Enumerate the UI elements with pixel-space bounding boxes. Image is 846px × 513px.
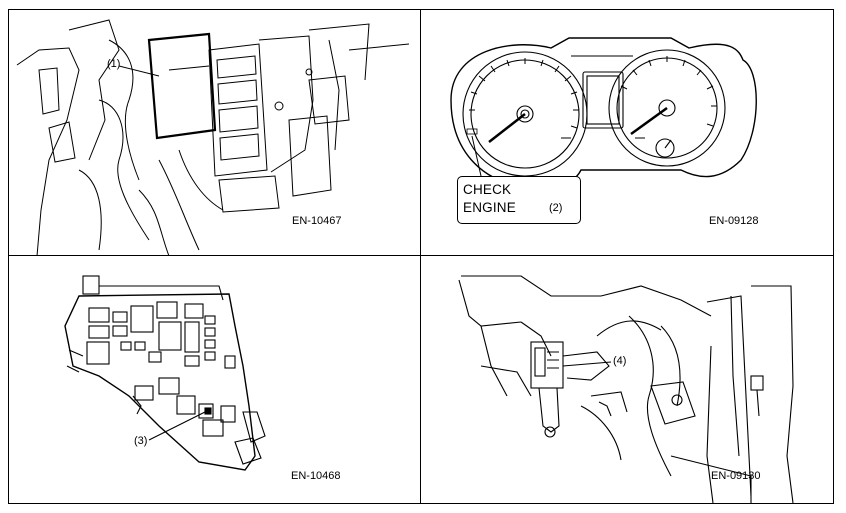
panel-combination-meter: CHECK ENGINE (2) EN-09128 <box>421 10 833 256</box>
panel-connector-location: (4) EN-09130 <box>421 256 833 503</box>
figure-grid: (1) EN-10467 <box>8 9 834 504</box>
panel-relay-location: (1) EN-10467 <box>9 10 421 256</box>
connector-area-illustration <box>458 275 794 503</box>
callout-label-1: (1) <box>107 58 121 70</box>
figure-code-4: EN-09130 <box>711 470 761 482</box>
check-text: CHECK <box>463 182 512 197</box>
fuse-box-illustration <box>64 275 266 471</box>
figure-code-2: EN-09128 <box>709 215 759 227</box>
relay-area-illustration <box>16 19 410 255</box>
callout-label-2: (2) <box>549 202 563 214</box>
check-engine-lamp-icon <box>466 128 478 135</box>
callout-label-3: (3) <box>134 435 148 447</box>
figure-code-1: EN-10467 <box>292 215 342 227</box>
check-engine-callout-box: CHECK ENGINE (2) <box>457 176 581 224</box>
figure-code-3: EN-10468 <box>291 470 341 482</box>
callout-label-4: (4) <box>613 355 627 367</box>
engine-text: ENGINE <box>463 200 516 215</box>
panel-fuse-box: (3) EN-10468 <box>9 256 421 503</box>
